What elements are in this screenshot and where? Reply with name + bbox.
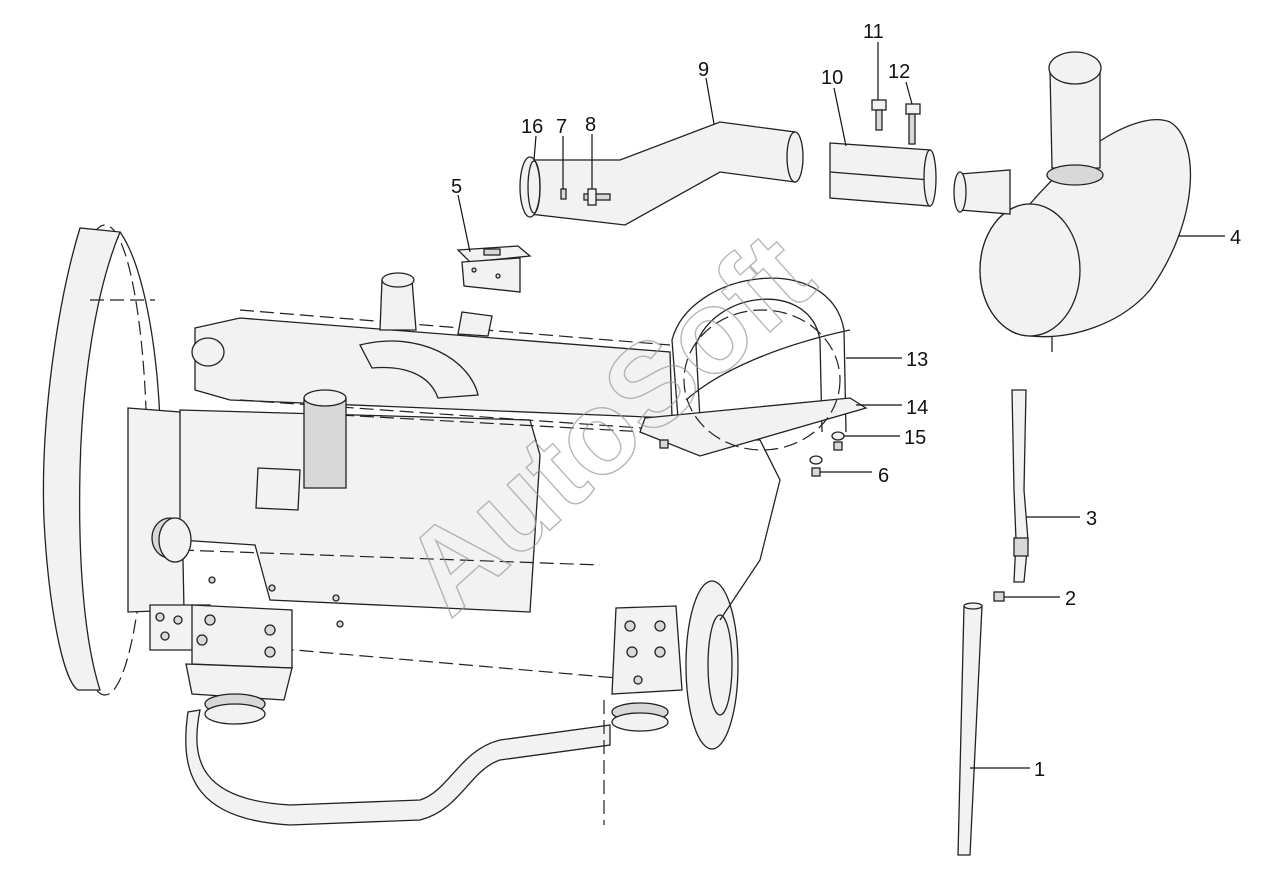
callout-14: 14 [906, 397, 928, 419]
muffler-part-4 [953, 51, 1192, 352]
frame-tube [185, 700, 611, 826]
callout-12: 12 [888, 61, 910, 83]
callout-2: 2 [1065, 588, 1076, 610]
bolt-part-11 [871, 99, 887, 131]
rod-part-1 [957, 602, 983, 856]
callout-1: 1 [1034, 759, 1045, 781]
mounting-plate-part-14 [639, 309, 868, 457]
callout-6: 6 [878, 465, 889, 487]
callout-16: 16 [521, 116, 543, 138]
callout-3: 3 [1086, 508, 1097, 530]
rear-engine-mount [611, 605, 683, 732]
u-bolt-part-13 [671, 277, 851, 433]
callout-4: 4 [1230, 227, 1241, 249]
clamp-sleeve-part-10 [829, 142, 937, 207]
callout-10: 10 [821, 67, 843, 89]
callout-5: 5 [451, 176, 462, 198]
callout-15: 15 [904, 427, 926, 449]
callouts: 1 2 3 4 5 6 7 8 9 10 11 12 13 [451, 21, 1241, 781]
nut-part-7 [560, 188, 567, 200]
front-engine-mount [149, 604, 293, 725]
callout-11: 11 [863, 21, 884, 43]
tube-part-3 [1011, 389, 1029, 583]
callout-13: 13 [906, 349, 928, 371]
callout-8: 8 [585, 114, 596, 136]
callout-9: 9 [698, 59, 709, 81]
engine-assembly [42, 224, 781, 826]
bolt-part-12 [905, 103, 921, 145]
engine-block [158, 272, 701, 681]
fitting-part-2 [993, 591, 1005, 602]
rear-flywheel [685, 439, 781, 750]
nut-part-6 [809, 455, 823, 477]
callout-7: 7 [556, 116, 567, 138]
bracket-part-5 [456, 245, 532, 293]
